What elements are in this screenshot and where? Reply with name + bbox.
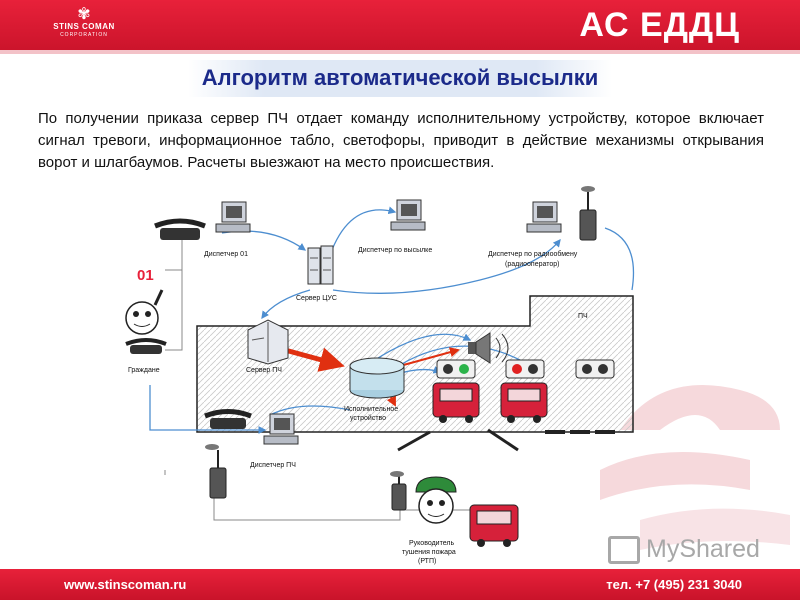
watermark-icon [608,536,640,565]
footer-url[interactable]: www.stinscoman.ru [64,577,187,592]
executive-device-icon [349,357,405,399]
traffic-light-icon [575,359,615,379]
radio-icon [390,471,407,511]
label-dispatcher-radio: Диспетчер по радиообмену [488,250,578,258]
fire-truck-icon [500,382,548,423]
logo-subtitle: CORPORATION [60,32,108,38]
label-rtp-abbr: (РТП) [418,558,436,565]
computer-icon-pch [263,413,299,445]
label-rtp: Руководитель [409,540,454,547]
body-text: По получении приказа сервер ПЧ отдает ко… [38,110,764,171]
traffic-light-icon [505,359,545,379]
citizen-caller-icon [125,289,164,335]
label-citizens: Граждане [128,367,160,374]
fire-commander-icon [415,476,457,524]
fire-truck-icon [469,504,519,547]
footer-bar: www.stinscoman.ru тел. +7 (495) 231 3040 [0,569,800,600]
label-dispatcher-radio-sub: (радиооператор) [505,261,559,268]
siren-icon [468,332,509,364]
logo-name: STINS COMAN [53,22,115,31]
logo-icon: ✾ [77,6,91,23]
pch-label: ПЧ [578,313,588,320]
radio-icon [205,444,227,499]
phone-icon-01 [154,218,206,240]
traffic-light-icon [436,359,476,379]
computer-icon-dispatch [390,199,426,231]
label-rtp-sub: тушения пожара [402,549,456,556]
brand-title: АС ЕДДЦ [579,6,740,44]
slide-title-wrap: Алгоритм автоматической высылки [0,60,800,97]
label-dispatcher-01: Диспетчер 01 [204,251,248,258]
radio-icon [579,186,597,241]
slide-title: Алгоритм автоматической высылки [187,60,613,97]
label-server-tsus: Сервер ЦУС [296,295,337,302]
label-exec-device: Исполнительное [344,406,398,413]
gate-barrier-icon [397,428,620,452]
header-bar [0,0,800,54]
header-band [0,50,800,54]
call-number-01: 01 [137,267,154,284]
phone-icon-citizens [125,338,167,354]
watermark: MyShared [608,535,760,565]
server-tsus-icon [307,245,334,285]
watermark-text: MyShared [646,535,760,563]
computer-icon-dispatcher-01 [215,201,251,233]
label-server-pch: Сервер ПЧ [246,367,282,374]
company-logo: ✾ STINS COMAN CORPORATION [46,6,122,48]
footer-phone: тел. +7 (495) 231 3040 [606,577,742,592]
label-exec-device-sub: устройство [350,414,386,422]
fire-truck-icon [432,382,480,423]
label-dispatcher-pch: Диспетчер ПЧ [250,462,296,469]
server-pch-icon [247,319,289,365]
phone-icon-pch [204,409,252,429]
computer-icon-radio [526,201,562,233]
label-dispatcher-dispatch: Диспетчер по высылке [358,247,432,254]
